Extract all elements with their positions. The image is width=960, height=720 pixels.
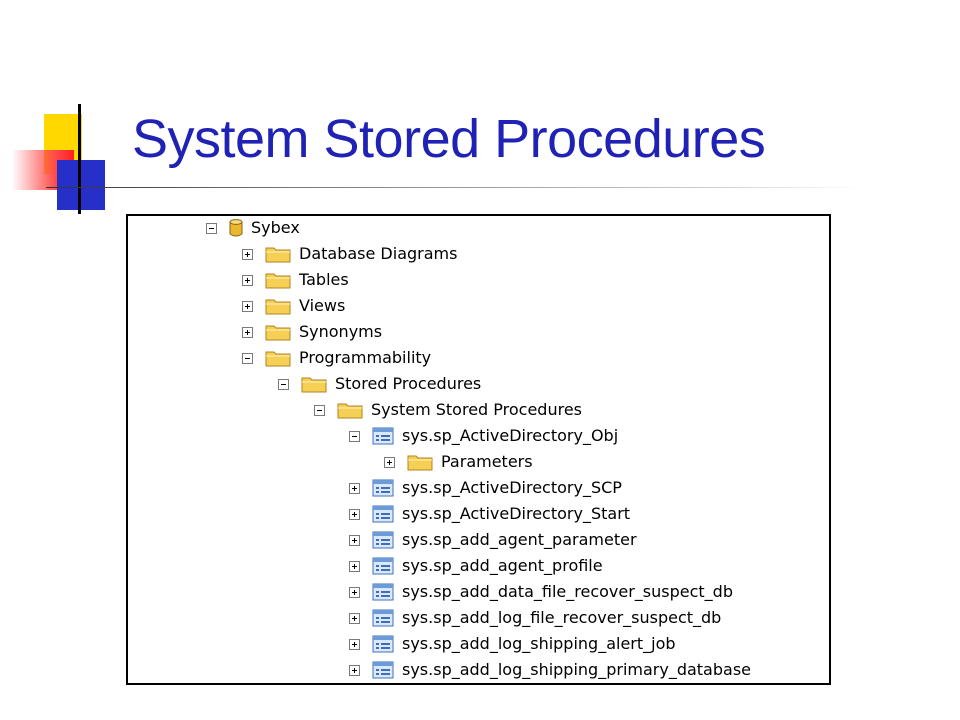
expand-toggle-icon[interactable] (242, 326, 253, 338)
tree-node-sp-add-agent-profile[interactable]: sys.sp_add_agent_profile (349, 554, 603, 578)
folder-icon (265, 349, 291, 367)
tree-node-database-diagrams[interactable]: Database Diagrams (242, 242, 457, 266)
slide-title: System Stored Procedures (132, 109, 766, 169)
stored-procedure-icon (372, 609, 394, 627)
database-icon (229, 218, 243, 238)
tree-node-programmability[interactable]: Programmability (242, 346, 431, 370)
folder-icon (407, 453, 433, 471)
stored-procedure-icon (372, 531, 394, 549)
expand-toggle-icon[interactable] (242, 300, 253, 312)
tree-node-stored-procedures[interactable]: Stored Procedures (278, 372, 481, 396)
tree-node-label: Sybex (251, 218, 300, 237)
title-underline (46, 187, 866, 188)
object-explorer-screenshot: Sybex Database Diagrams Tables Views (126, 214, 831, 685)
folder-icon (265, 271, 291, 289)
tree-node-label: sys.sp_add_log_shipping_alert_job (402, 634, 676, 653)
expand-toggle-icon[interactable] (349, 612, 360, 624)
folder-icon (265, 297, 291, 315)
stored-procedure-icon (372, 661, 394, 679)
tree-node-sp-add-log-shipping-primary-database[interactable]: sys.sp_add_log_shipping_primary_database (349, 658, 751, 682)
tree-node-sp-add-log-file-recover-suspect-db[interactable]: sys.sp_add_log_file_recover_suspect_db (349, 606, 721, 630)
tree-node-label: Synonyms (299, 322, 383, 341)
collapse-toggle-icon[interactable] (278, 378, 289, 390)
expand-toggle-icon[interactable] (349, 508, 360, 520)
decor-blue-block (57, 160, 105, 210)
tree-node-label: sys.sp_add_agent_profile (402, 556, 603, 575)
tree-node-label: sys.sp_add_agent_parameter (402, 530, 637, 549)
tree-node-label: sys.sp_add_log_file_recover_suspect_db (402, 608, 722, 627)
stored-procedure-icon (372, 479, 394, 497)
folder-icon (265, 245, 291, 263)
tree-node-label: sys.sp_add_data_file_recover_suspect_db (402, 582, 733, 601)
folder-icon (337, 401, 363, 419)
expand-toggle-icon[interactable] (349, 586, 360, 598)
tree-node-sp-add-data-file-recover-suspect-db[interactable]: sys.sp_add_data_file_recover_suspect_db (349, 580, 733, 604)
expand-toggle-icon[interactable] (349, 664, 360, 676)
tree-node-tables[interactable]: Tables (242, 268, 349, 292)
tree-node-sp-add-log-shipping-alert-job[interactable]: sys.sp_add_log_shipping_alert_job (349, 632, 676, 656)
expand-toggle-icon[interactable] (242, 248, 253, 260)
collapse-toggle-icon[interactable] (314, 404, 325, 416)
tree-node-parameters[interactable]: Parameters (384, 450, 533, 474)
decor-vertical-line (78, 104, 81, 214)
tree-node-label: sys.sp_add_log_shipping_primary_database (402, 660, 751, 679)
expand-toggle-icon[interactable] (349, 638, 360, 650)
expand-toggle-icon[interactable] (384, 456, 395, 468)
tree-node-views[interactable]: Views (242, 294, 345, 318)
tree-node-label: Stored Procedures (335, 374, 482, 393)
tree-node-label: Programmability (299, 348, 432, 367)
folder-icon (265, 323, 291, 341)
stored-procedure-icon (372, 505, 394, 523)
folder-icon (301, 375, 327, 393)
tree-node-label: Parameters (441, 452, 533, 471)
tree-node-label: System Stored Procedures (371, 400, 583, 419)
tree-node-label: Tables (299, 270, 349, 289)
tree-node-system-stored-procedures[interactable]: System Stored Procedures (314, 398, 582, 422)
tree-node-sp-add-agent-parameter[interactable]: sys.sp_add_agent_parameter (349, 528, 637, 552)
tree-node-sp-activedirectory-obj[interactable]: sys.sp_ActiveDirectory_Obj (349, 424, 618, 448)
tree-node-label: sys.sp_ActiveDirectory_Obj (402, 426, 619, 445)
tree-node-label: sys.sp_ActiveDirectory_Start (402, 504, 631, 523)
tree-node-label: Database Diagrams (299, 244, 458, 263)
tree-node-label: sys.sp_ActiveDirectory_SCP (402, 478, 622, 497)
collapse-toggle-icon[interactable] (349, 430, 360, 442)
expand-toggle-icon[interactable] (242, 274, 253, 286)
stored-procedure-icon (372, 583, 394, 601)
tree-node-synonyms[interactable]: Synonyms (242, 320, 382, 344)
collapse-toggle-icon[interactable] (242, 352, 253, 364)
tree-node-label: Views (299, 296, 346, 315)
expand-toggle-icon[interactable] (349, 560, 360, 572)
stored-procedure-icon (372, 635, 394, 653)
expand-toggle-icon[interactable] (349, 482, 360, 494)
collapse-toggle-icon[interactable] (206, 222, 217, 234)
stored-procedure-icon (372, 427, 394, 445)
tree-node-sybex[interactable]: Sybex (206, 216, 300, 240)
stored-procedure-icon (372, 557, 394, 575)
tree-node-sp-activedirectory-start[interactable]: sys.sp_ActiveDirectory_Start (349, 502, 630, 526)
expand-toggle-icon[interactable] (349, 534, 360, 546)
tree-node-sp-activedirectory-scp[interactable]: sys.sp_ActiveDirectory_SCP (349, 476, 622, 500)
